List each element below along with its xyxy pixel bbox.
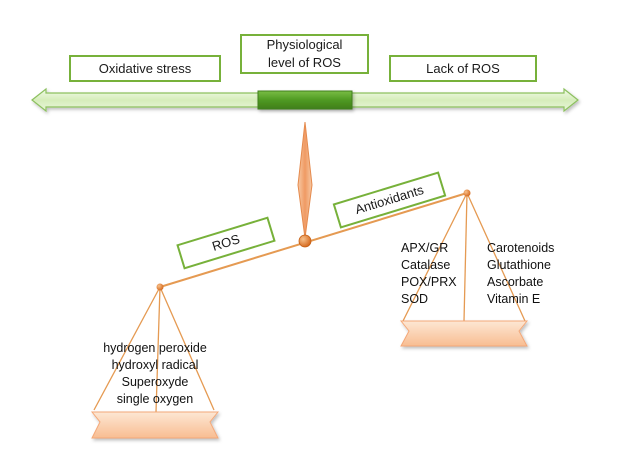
balance-beam — [159, 192, 468, 288]
list-item: APX/GR — [401, 241, 449, 255]
lack-of-ros-label: Lack of ROS — [389, 55, 537, 82]
right-hook — [463, 189, 471, 197]
right-pan-strings — [402, 192, 526, 322]
left-pan — [90, 411, 220, 439]
right-pan — [399, 320, 529, 347]
list-item: single oxygen — [116, 392, 194, 406]
balance-pointer — [297, 121, 313, 239]
list-item: SOD — [401, 292, 429, 306]
physiological-bar — [257, 90, 353, 110]
oxidative-stress-label: Oxidative stress — [69, 55, 221, 82]
list-item: Catalase — [401, 258, 451, 272]
left-pan-strings — [93, 286, 215, 413]
pivot-ball — [298, 234, 312, 248]
list-item: POX/PRX — [401, 275, 457, 289]
left-pan-list: hydrogen peroxide hydroxyl radical Super… — [80, 340, 230, 408]
list-item: Ascorbate — [487, 275, 544, 289]
list-item: Superoxyde — [121, 375, 189, 389]
right-pan-list-right: Carotenoids Glutathione Ascorbate Vitami… — [487, 240, 554, 308]
list-item: Vitamin E — [487, 292, 541, 306]
physiological-level-label: Physiological level of ROS — [240, 34, 369, 74]
left-hook — [156, 283, 164, 291]
right-pan-list-left: APX/GR Catalase POX/PRX SOD — [401, 240, 457, 308]
list-item: hydrogen peroxide — [103, 341, 207, 355]
list-item: Carotenoids — [487, 241, 555, 255]
list-item: hydroxyl radical — [111, 358, 199, 372]
list-item: Glutathione — [487, 258, 551, 272]
